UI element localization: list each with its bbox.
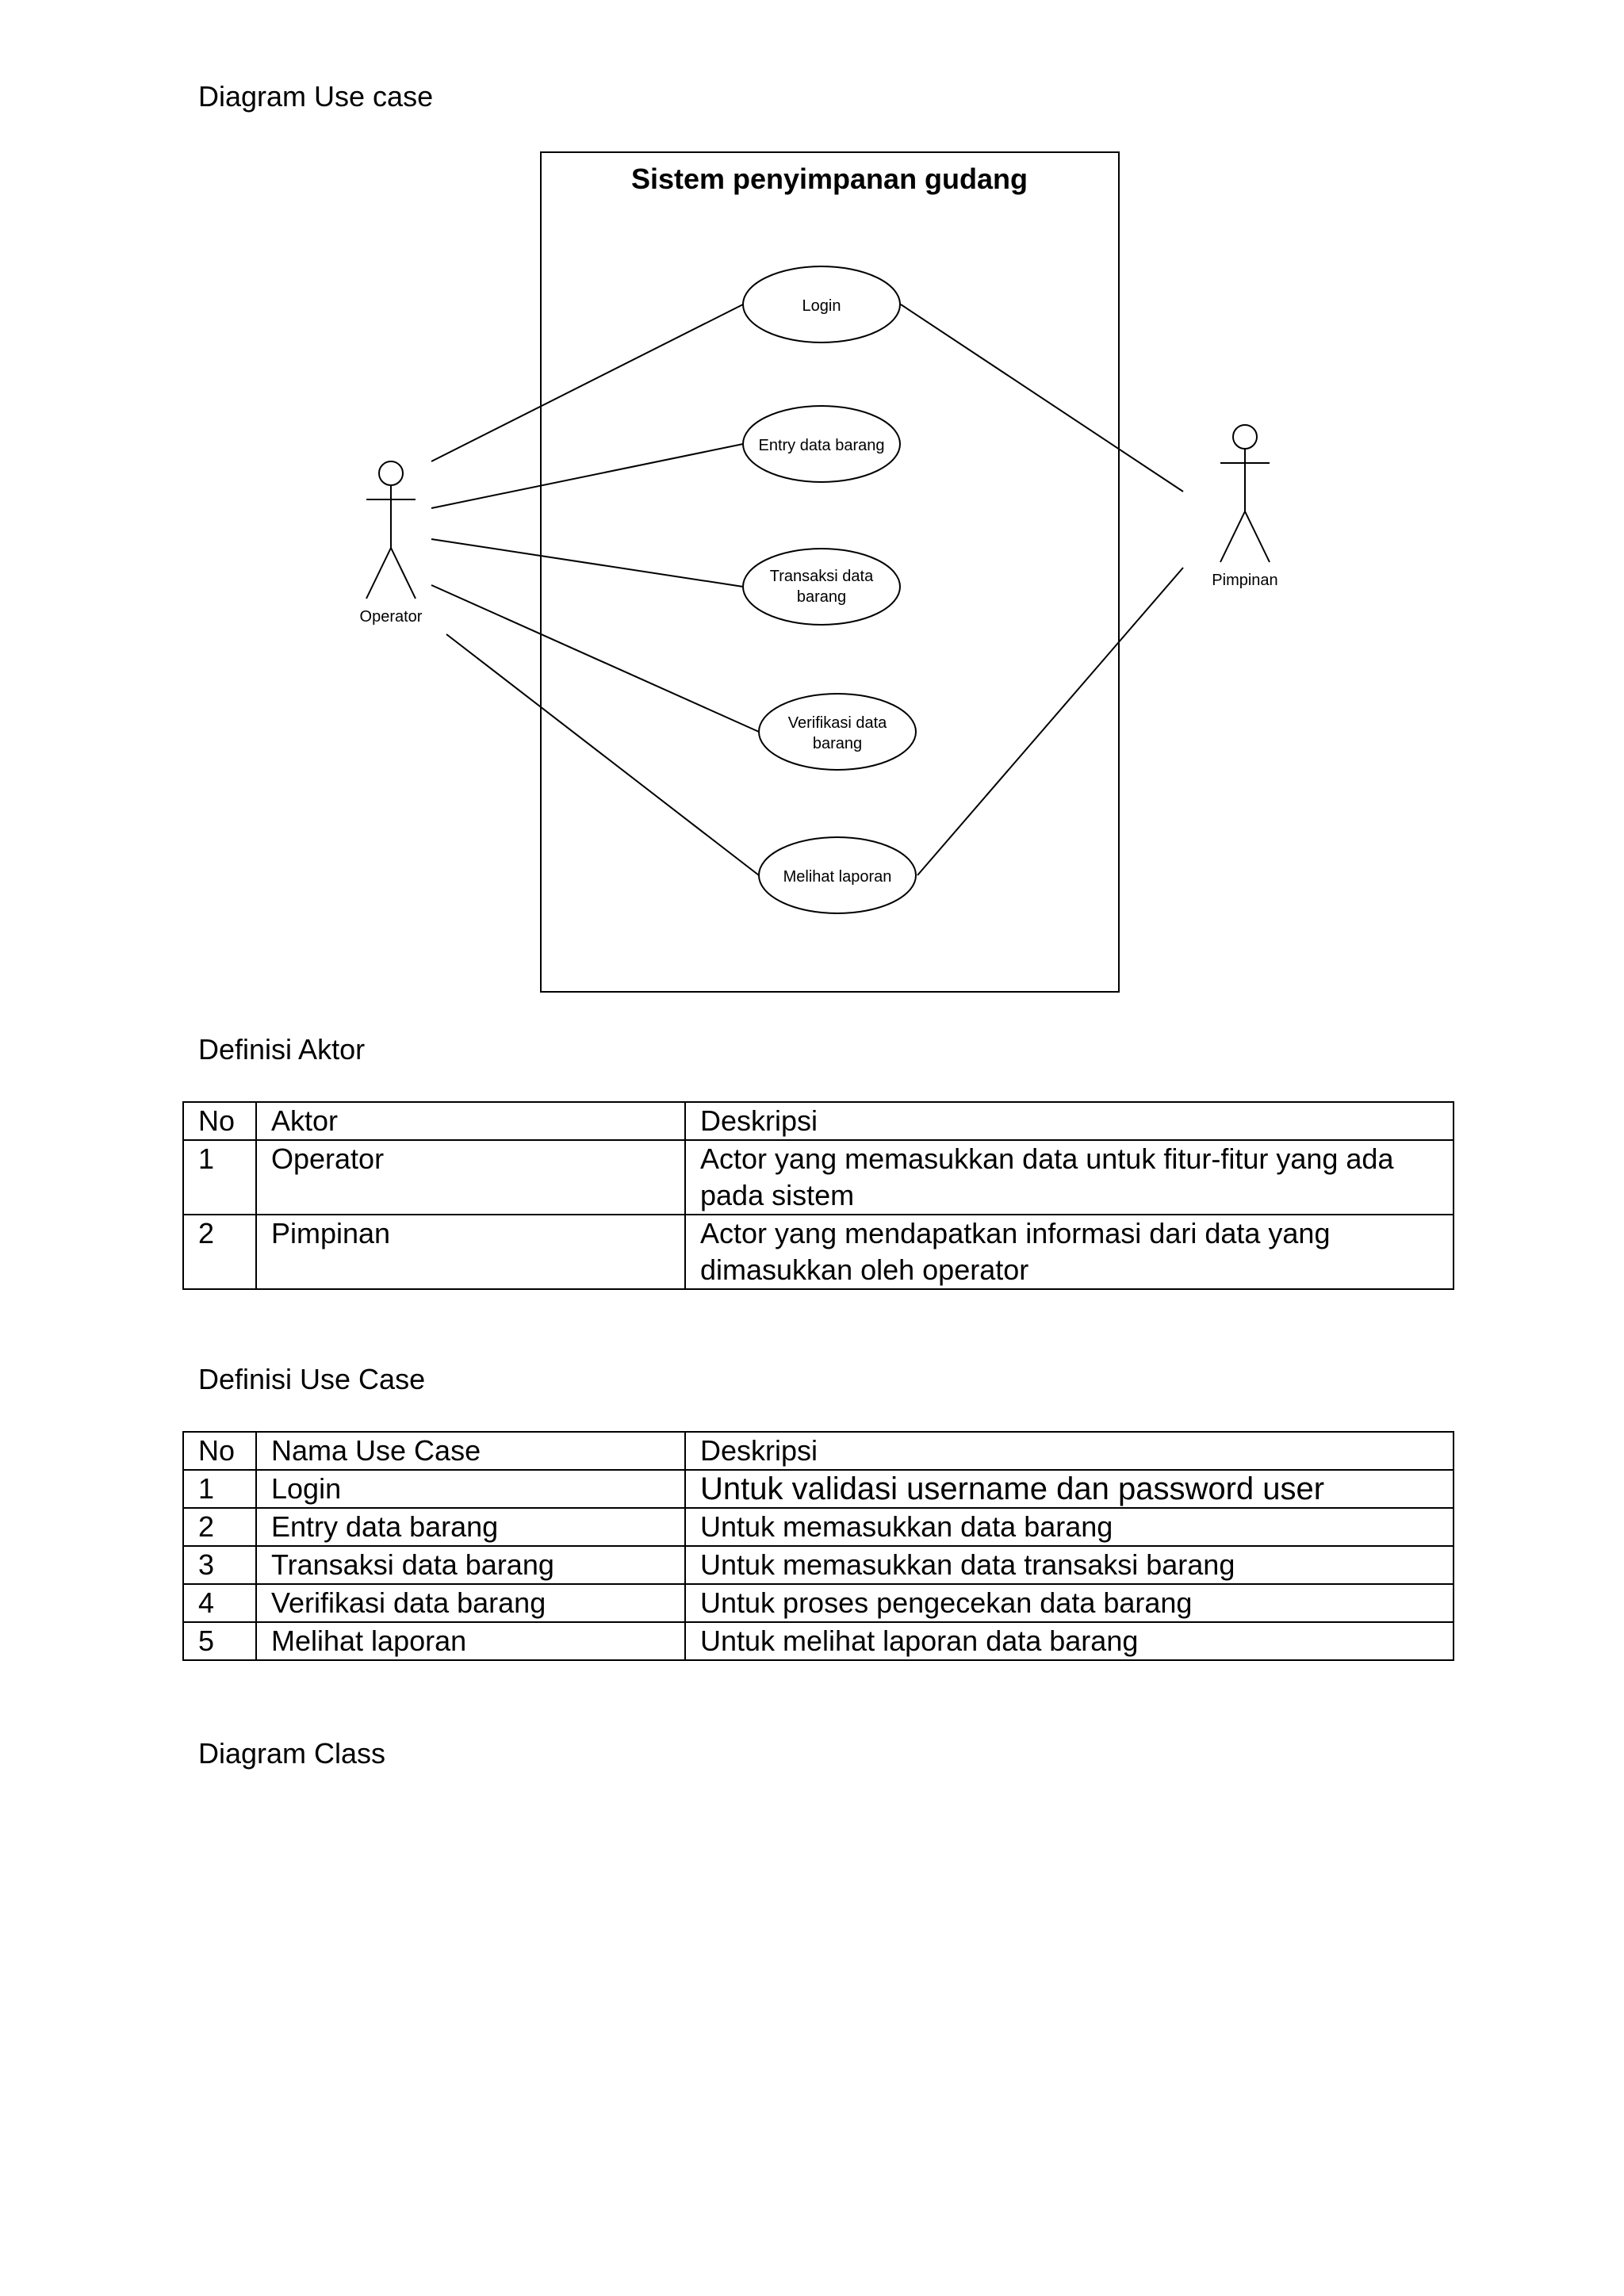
cell-usecase-name: Login <box>255 1469 686 1509</box>
usecase-label: barang <box>813 735 862 752</box>
table-row: 1 Login Untuk validasi username dan pass… <box>182 1469 1454 1509</box>
assoc-pimpinan-laporan <box>917 567 1184 876</box>
description-line: Actor yang mendapatkan informasi dari da… <box>700 1217 1331 1249</box>
usecase-ellipse <box>758 693 917 771</box>
heading-usecase-definition: Definisi Use Case <box>198 1363 426 1395</box>
usecase-label: Melihat laporan <box>783 868 892 886</box>
header-cell: Aktor <box>255 1101 686 1141</box>
cell-usecase-name: Entry data barang <box>255 1507 686 1547</box>
cell-usecase-name: Verifikasi data barang <box>255 1583 686 1623</box>
actor-head <box>378 461 404 486</box>
usecase-label: barang <box>797 588 846 606</box>
cell-description: Untuk memasukkan data transaksi barang <box>684 1545 1454 1585</box>
cell-description: Actor yang memasukkan data untuk fitur-f… <box>684 1139 1454 1215</box>
cell-no: 4 <box>182 1583 257 1623</box>
table-row: 2 Entry data barang Untuk memasukkan dat… <box>182 1507 1454 1547</box>
cell-description: Actor yang mendapatkan informasi dari da… <box>684 1214 1454 1290</box>
header-cell: Deskripsi <box>684 1101 1454 1141</box>
assoc-operator-login <box>431 304 744 462</box>
cell-description: Untuk proses pengecekan data barang <box>684 1583 1454 1623</box>
usecase-ellipse <box>758 836 917 914</box>
cell-no: 2 <box>182 1507 257 1547</box>
usecase-melihat-laporan: Melihat laporan <box>758 836 917 914</box>
description-line: pada sistem <box>700 1179 855 1211</box>
cell-actor: Operator <box>255 1139 686 1215</box>
description-line: dimasukkan oleh operator <box>700 1253 1029 1286</box>
usecase-ellipse <box>742 405 901 483</box>
table-row: 5 Melihat laporan Untuk melihat laporan … <box>182 1621 1454 1661</box>
system-boundary <box>540 151 1120 993</box>
table-row: 3 Transaksi data barang Untuk memasukkan… <box>182 1545 1454 1585</box>
actor-pimpinan <box>1220 424 1270 563</box>
heading-actor-definition: Definisi Aktor <box>198 1033 366 1066</box>
heading-class-diagram: Diagram Class <box>198 1737 386 1770</box>
usecase-transaksi-data-barang: Transaksi data barang <box>742 548 901 626</box>
cell-no: 5 <box>182 1621 257 1661</box>
header-cell: No <box>182 1101 257 1141</box>
actor-leg-left <box>1220 511 1246 563</box>
actor-leg-left <box>366 547 392 599</box>
cell-no: 1 <box>182 1139 257 1215</box>
cell-no: 2 <box>182 1214 257 1290</box>
table-row: 1 Operator Actor yang memasukkan data un… <box>182 1139 1454 1215</box>
actor-label-operator: Operator <box>360 608 423 626</box>
actor-label-pimpinan: Pimpinan <box>1212 572 1277 589</box>
usecase-ellipse <box>742 266 901 343</box>
usecase-verifikasi-data-barang: Verifikasi data barang <box>758 693 917 771</box>
cell-no: 3 <box>182 1545 257 1585</box>
association-lines <box>431 304 1184 876</box>
cell-description: Untuk memasukkan data barang <box>684 1507 1454 1547</box>
assoc-operator-verifikasi <box>431 584 760 733</box>
actor-leg-right <box>390 547 416 599</box>
usecase-label: Login <box>802 297 841 315</box>
actor-leg-right <box>1244 511 1270 563</box>
description-line: Actor yang memasukkan data untuk fitur-f… <box>700 1142 1394 1175</box>
usecase-ellipse <box>742 548 901 626</box>
cell-no: 1 <box>182 1469 257 1509</box>
header-cell: No <box>182 1431 257 1471</box>
table-row: 2 Pimpinan Actor yang mendapatkan inform… <box>182 1214 1454 1290</box>
use-case-diagram: Sistem penyimpanan gudang Login Entry da… <box>360 151 1278 993</box>
heading-usecase-diagram: Diagram Use case <box>198 80 434 113</box>
cell-actor: Pimpinan <box>255 1214 686 1290</box>
table-header-row: No Nama Use Case Deskripsi <box>182 1431 1454 1471</box>
usecase-label: Entry data barang <box>759 437 885 454</box>
usecase-entry-data-barang: Entry data barang <box>742 405 901 483</box>
actor-definition-table: No Aktor Deskripsi 1 Operator Actor yang… <box>182 1101 1454 1290</box>
usecase-login: Login <box>742 266 901 343</box>
usecase-label: Verifikasi data <box>788 714 887 732</box>
cell-description: Untuk validasi username dan password use… <box>684 1469 1454 1509</box>
usecase-label: Transaksi data <box>770 568 874 585</box>
assoc-operator-laporan <box>446 633 760 876</box>
header-cell: Deskripsi <box>684 1431 1454 1471</box>
header-cell: Nama Use Case <box>255 1431 686 1471</box>
cell-usecase-name: Melihat laporan <box>255 1621 686 1661</box>
cell-usecase-name: Transaksi data barang <box>255 1545 686 1585</box>
assoc-operator-transaksi <box>431 538 744 587</box>
cell-description: Untuk melihat laporan data barang <box>684 1621 1454 1661</box>
system-title: Sistem penyimpanan gudang <box>631 163 1028 195</box>
assoc-operator-entry <box>431 443 744 509</box>
table-header-row: No Aktor Deskripsi <box>182 1101 1454 1141</box>
assoc-pimpinan-login <box>900 304 1184 492</box>
actor-head <box>1232 424 1258 450</box>
table-row: 4 Verifikasi data barang Untuk proses pe… <box>182 1583 1454 1623</box>
usecase-definition-table: No Nama Use Case Deskripsi 1 Login Untuk… <box>182 1431 1454 1661</box>
actor-operator <box>366 461 416 599</box>
